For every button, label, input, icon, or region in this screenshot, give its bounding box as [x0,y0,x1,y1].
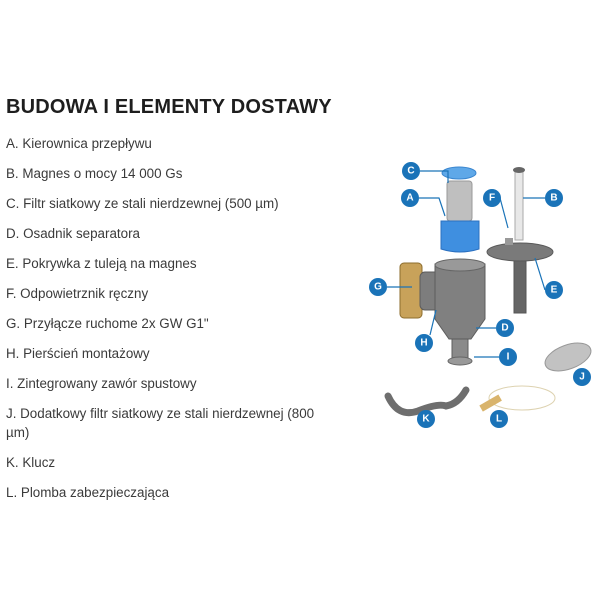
list-item-f: F. Odpowietrznik ręczny [6,286,149,301]
svg-text:I: I [507,352,510,363]
svg-text:H: H [420,338,427,349]
callout-k: K [417,410,435,428]
list-item-b: B. Magnes o mocy 14 000 Gs [6,166,183,181]
mesh-filter [446,180,473,222]
separator-top [434,258,486,272]
cover-sleeve [513,254,527,314]
svg-text:L: L [496,414,502,425]
list-item-k: K. Klucz [6,455,56,470]
list-item-e: E. Pokrywka z tuleją na magnes [6,256,197,271]
svg-text:J: J [579,372,585,383]
callout-l: L [490,410,508,428]
cover [486,242,554,262]
seal-wire [488,385,556,411]
callout-a: A [401,189,419,207]
list-item-a: A. Kierownica przepływu [6,136,152,151]
flow-guide [440,220,480,253]
drain-valve [451,338,469,360]
magnet [514,171,524,241]
extra-mesh-filter [544,342,592,372]
list-item-j: J. Dodatkowy filtr siatkowy ze stali nie… [6,406,315,440]
list-item-h: H. Pierścień montażowy [6,346,150,361]
air-vent [505,238,513,245]
callout-d: D [496,319,514,337]
svg-text:K: K [422,414,430,425]
section-title: BUDOWA I ELEMENTY DOSTAWY [6,96,332,118]
svg-text:G: G [374,282,382,293]
brass-connector [399,262,423,319]
callout-e: E [545,281,563,299]
component-list: A. Kierownica przepływu B. Magnes o mocy… [6,134,328,513]
callout-g: G [369,278,387,296]
list-item-c: C. Filtr siatkowy ze stali nierdzewnej (… [6,196,279,211]
svg-text:F: F [489,193,495,204]
svg-text:D: D [501,323,508,334]
list-item-g: G. Przyłącze ruchome 2x GW G1" [6,316,209,331]
callout-f: F [483,189,501,207]
wrench [384,386,470,417]
callout-c: C [402,162,420,180]
list-item-l: L. Plomba zabezpieczająca [6,485,170,500]
list-item-d: D. Osadnik separatora [6,226,140,241]
svg-text:B: B [550,193,557,204]
svg-text:A: A [406,193,413,204]
callout-b: B [545,189,563,207]
callout-j: J [573,368,591,386]
list-item-i: I. Zintegrowany zawór spustowy [6,376,197,391]
callout-h: H [415,334,433,352]
callout-i: I [499,348,517,366]
seal-tag [479,394,502,412]
svg-text:C: C [407,166,414,177]
filter-cap [441,166,477,180]
svg-text:E: E [551,285,558,296]
magnet-head [513,167,525,173]
